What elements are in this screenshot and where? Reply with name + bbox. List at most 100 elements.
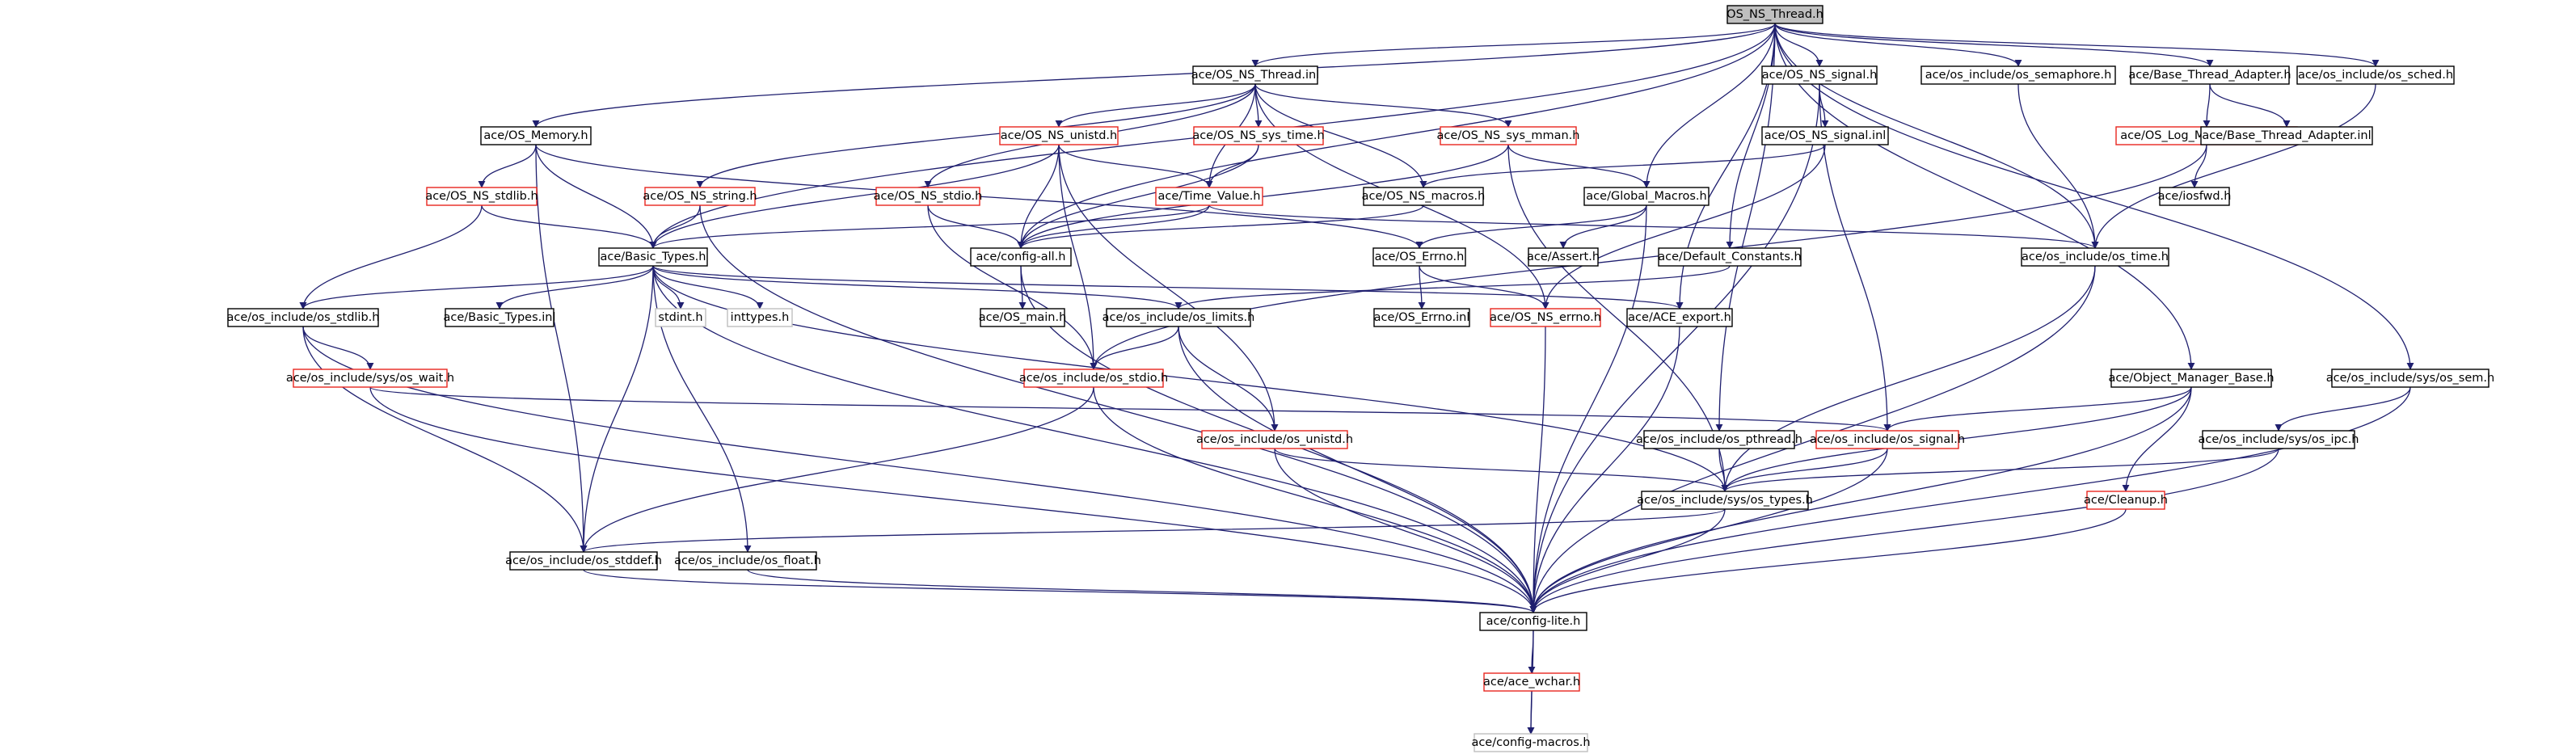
node-base_thread_adapter[interactable]: ace/Base_Thread_Adapter.h [2128, 65, 2291, 85]
node-os_errno[interactable]: ace/OS_Errno.h [1372, 247, 1466, 267]
node-box-basic_types [598, 247, 708, 267]
node-signal_h[interactable]: ace/OS_NS_signal.h [1761, 65, 1878, 85]
edge-base_thread_adapter-to-base_thread_adapter_inl [2209, 83, 2291, 128]
edge-os_memory-to-os_stddef [535, 144, 588, 553]
edge-os_types-to-os_stddef [580, 508, 1726, 553]
node-os_sem[interactable]: ace/os_include/sys/os_sem.h [2326, 369, 2494, 388]
node-root[interactable]: OS_NS_Thread.h [1726, 5, 1823, 24]
edge-sys_mman-to-config_all [1017, 144, 1509, 249]
node-label-assert: ace/Assert.h [1527, 251, 1600, 263]
node-box-ns_stdlib [426, 187, 538, 206]
node-base_thread_adapter_inl[interactable]: ace/Base_Thread_Adapter.inl [2200, 126, 2373, 145]
node-ns_string[interactable]: ace/OS_NS_string.h [643, 187, 757, 206]
edge-os_stdio-to-config_lite [1093, 386, 1537, 613]
node-assert[interactable]: ace/Assert.h [1527, 247, 1600, 267]
node-sys_mman[interactable]: ace/OS_NS_sys_mman.h [1437, 126, 1580, 145]
edge-os_wait-to-os_signal [369, 386, 1891, 432]
edge-os_signal-to-os_types [1721, 448, 1888, 492]
edge-object_manager_base-to-config_lite [1529, 386, 2192, 613]
node-os_unistd[interactable]: ace/os_include/os_unistd.h [1196, 430, 1353, 449]
node-box-os_stddef [509, 551, 658, 571]
edge-basic_types-to-ace_export [652, 265, 1684, 310]
node-box-os_errno_inl [1373, 308, 1470, 327]
node-iosfwd[interactable]: ace/iosfwd.h [2158, 187, 2232, 206]
node-box-os_semaphore [1920, 65, 2116, 85]
nodes-layer: OS_NS_Thread.h ace/OS_NS_Thread.inl ace/OS… [227, 5, 2494, 752]
edge-object_manager_base-to-os_signal [1883, 386, 2192, 432]
node-label-config_macros: ace/config-macros.h [1471, 736, 1590, 749]
edge-root-to-os_pthread [1715, 23, 1776, 432]
node-label-os_types: ace/os_include/sys/os_types.h [1637, 494, 1813, 507]
edge-root-to-thread_inl [1251, 23, 1776, 67]
node-default_constants[interactable]: ace/Default_Constants.h [1658, 247, 1802, 267]
node-os_limits[interactable]: ace/os_include/os_limits.h [1102, 308, 1255, 327]
node-box-signal_h [1761, 65, 1878, 85]
node-ns_errno[interactable]: ace/OS_NS_errno.h [1490, 308, 1601, 327]
edge-signal_h-to-config_lite [1529, 83, 1820, 613]
node-ns_stdlib[interactable]: ace/OS_NS_stdlib.h [425, 187, 538, 206]
node-ns_unistd[interactable]: ace/OS_NS_unistd.h [999, 126, 1119, 145]
node-os_stdio[interactable]: ace/os_include/os_stdio.h [1019, 369, 1168, 388]
edge-os_ipc-to-os_types [1721, 448, 2279, 492]
node-ns_macros[interactable]: ace/OS_NS_macros.h [1362, 187, 1486, 206]
node-os_ipc[interactable]: ace/os_include/sys/os_ipc.h [2198, 430, 2359, 449]
edge-os_time-to-config_lite [1529, 265, 2096, 613]
edge-os_sem-to-config_lite [1529, 386, 2411, 613]
node-label-os_memory: ace/OS_Memory.h [483, 129, 588, 142]
node-sys_time[interactable]: ace/OS_NS_sys_time.h [1192, 126, 1325, 145]
node-box-os_signal [1815, 430, 1959, 449]
node-basic_types[interactable]: ace/Basic_Types.h [598, 247, 708, 267]
edge-object_manager_base-to-cleanup [2122, 386, 2192, 492]
node-signal_inl[interactable]: ace/OS_NS_signal.inl [1761, 126, 1889, 145]
node-os_stddef[interactable]: ace/os_include/os_stddef.h [505, 551, 662, 571]
node-os_signal[interactable]: ace/os_include/os_signal.h [1810, 430, 1965, 449]
node-box-os_float [678, 551, 817, 571]
edge-basic_types-to-os_types [652, 265, 1729, 492]
node-os_float[interactable]: ace/os_include/os_float.h [674, 551, 821, 571]
node-os_main[interactable]: ace/OS_main.h [979, 308, 1067, 327]
node-config_lite[interactable]: ace/config-lite.h [1479, 612, 1587, 631]
edge-sys_time-to-config_all [1017, 144, 1259, 249]
node-os_stdlib[interactable]: ace/os_include/os_stdlib.h [227, 308, 380, 327]
node-label-time_value: ace/Time_Value.h [1157, 190, 1260, 203]
node-os_semaphore[interactable]: ace/os_include/os_semaphore.h [1920, 65, 2116, 85]
edge-ns_string-to-basic_types [649, 204, 701, 249]
node-ace_wchar[interactable]: ace/ace_wchar.h [1483, 672, 1580, 692]
node-label-base_thread_adapter: ace/Base_Thread_Adapter.h [2128, 69, 2291, 82]
node-box-os_memory [480, 126, 592, 145]
node-cleanup[interactable]: ace/Cleanup.h [2084, 491, 2168, 510]
node-os_sched[interactable]: ace/os_include/os_sched.h [2296, 65, 2455, 85]
edge-ns_stdlib-to-os_stdlib [299, 204, 483, 310]
node-os_pthread[interactable]: ace/os_include/os_pthread.h [1636, 430, 1802, 449]
node-os_wait[interactable]: ace/os_include/sys/os_wait.h [286, 369, 454, 388]
node-ns_stdio[interactable]: ace/OS_NS_stdio.h [874, 187, 983, 206]
node-os_memory[interactable]: ace/OS_Memory.h [480, 126, 592, 145]
node-time_value[interactable]: ace/Time_Value.h [1155, 187, 1263, 206]
node-label-os_time: ace/os_include/os_time.h [2022, 251, 2169, 263]
edge-os_semaphore-to-os_time [2017, 83, 2099, 249]
node-box-os_sem [2331, 369, 2490, 388]
edge-os_limits-to-os_stdio [1090, 326, 1179, 370]
edge-base_thread_adapter-to-log_msg_attr [2203, 83, 2211, 128]
node-basic_types_inl[interactable]: ace/Basic_Types.inl [443, 308, 556, 327]
node-config_macros: ace/config-macros.h [1471, 733, 1591, 752]
node-os_time[interactable]: ace/os_include/os_time.h [2021, 247, 2169, 267]
node-os_types[interactable]: ace/os_include/sys/os_types.h [1637, 491, 1813, 510]
node-box-base_thread_adapter_inl [2200, 126, 2373, 145]
node-inttypes: inttypes.h [727, 308, 793, 327]
node-global_macros[interactable]: ace/Global_Macros.h [1583, 187, 1710, 206]
node-label-sys_time: ace/OS_NS_sys_time.h [1192, 129, 1324, 142]
node-object_manager_base[interactable]: ace/Object_Manager_Base.h [2108, 369, 2275, 388]
edge-os_stdio-to-os_stddef [580, 386, 1094, 553]
node-os_errno_inl[interactable]: ace/OS_Errno.inl [1373, 308, 1470, 327]
node-box-sys_time [1193, 126, 1324, 145]
node-ace_export[interactable]: ace/ACE_export.h [1626, 308, 1733, 327]
node-box-os_limits [1106, 308, 1251, 327]
edge-ns_stdio-to-config_all [927, 204, 1025, 249]
edge-os_sched-to-os_time [2091, 83, 2376, 249]
node-config_all[interactable]: ace/config-all.h [970, 247, 1072, 267]
node-label-signal_h: ace/OS_NS_signal.h [1762, 69, 1878, 82]
node-thread_inl[interactable]: ace/OS_NS_Thread.inl [1191, 65, 1319, 85]
node-label-os_errno_inl: ace/OS_Errno.inl [1374, 311, 1470, 324]
